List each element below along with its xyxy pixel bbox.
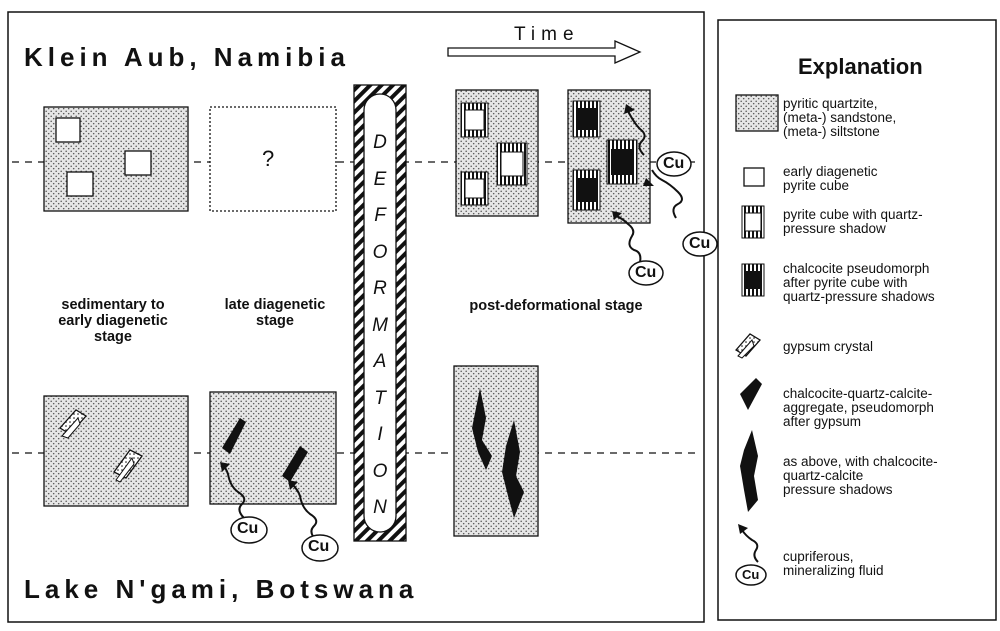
gypsum-crystal	[113, 449, 143, 483]
stage-label-late: late diagenetic stage	[224, 297, 326, 329]
deformation-letter: T	[374, 387, 386, 409]
stage-label-post: post-deformational stage	[469, 298, 643, 314]
cu-circle	[656, 151, 692, 177]
legend-aggregate-symbol	[740, 378, 762, 410]
pyrite-cube	[55, 117, 81, 143]
cu-label: Cu	[308, 538, 330, 555]
time-arrow	[447, 40, 642, 64]
top-box-late-diagenetic	[209, 106, 337, 212]
legend-title: Explanation	[798, 54, 923, 79]
deformation-letter: R	[373, 278, 387, 299]
unknown-mark: ?	[262, 146, 275, 171]
pyrite-cube	[124, 150, 152, 176]
deformation-letter: O	[372, 460, 388, 482]
time-label: Time	[514, 24, 580, 45]
legend-shadow-symbol	[740, 430, 758, 512]
cu-circle	[628, 260, 664, 286]
cu-label: Cu	[663, 155, 685, 172]
deformation-capsule	[363, 93, 397, 533]
chalcocite-shadow	[502, 420, 524, 518]
chalcocite-cube	[572, 100, 601, 138]
bottom-box-post	[453, 365, 539, 537]
deformation-letter: N	[373, 497, 387, 518]
legend-gypsum-symbol	[734, 333, 762, 359]
cu-label: Cu	[237, 520, 259, 537]
cu-circle	[301, 534, 339, 562]
legend-text: chalcocite pseudomorph after pyrite cube…	[783, 261, 935, 304]
pyrite-cube-shadow	[460, 102, 489, 138]
legend-text: chalcocite-quartz-calcite- aggregate, ps…	[783, 386, 934, 429]
gypsum-crystal	[58, 409, 88, 439]
bottom-box-sedimentary	[43, 395, 189, 507]
legend-cu-label: Cu	[742, 567, 760, 582]
deformation-letter: F	[374, 205, 386, 226]
main-frame	[7, 11, 705, 623]
deformation-letter: A	[373, 351, 387, 372]
legend-chalcocite-cube-symbol	[741, 263, 765, 297]
chalcocite-shadow	[472, 388, 492, 470]
deformation-letter: D	[373, 132, 387, 153]
deformation-letter: O	[372, 241, 388, 263]
cu-fluid-arrows-top	[615, 110, 683, 263]
cu-circle	[230, 516, 268, 544]
chalcocite-aggregate	[222, 418, 246, 454]
cu-arrowheads-bottom	[220, 462, 298, 490]
legend-text: pyritic quartzite, (meta-) sandstone, (m…	[783, 96, 897, 139]
site-label-top: Klein Aub, Namibia	[24, 42, 350, 72]
chalcocite-aggregate	[282, 446, 308, 482]
deformation-letter: M	[372, 314, 388, 336]
legend-cu-fluid-symbol	[735, 524, 767, 586]
legend-pyrite-shadow-symbol	[741, 205, 765, 239]
pyrite-cube-shadow	[496, 142, 528, 186]
legend-pyrite-cube-symbol	[743, 167, 765, 187]
pyrite-cube	[66, 171, 94, 197]
chalcocite-cube	[572, 169, 601, 211]
cu-circle	[682, 231, 718, 257]
cu-fluid-arrows-bottom	[221, 463, 318, 541]
legend-stipple-symbol	[735, 94, 779, 132]
deformation-letter: E	[373, 168, 387, 190]
chalcocite-cube	[606, 139, 638, 185]
legend-text: early diagenetic pyrite cube	[783, 164, 878, 193]
stage-label-sedimentary: sedimentary to early diagenetic stage	[58, 297, 168, 345]
legend-text: pyrite cube with quartz- pressure shadow	[783, 207, 923, 236]
deformation-letter: I	[377, 424, 383, 445]
cu-arrowheads-top	[612, 104, 654, 220]
legend-frame	[717, 19, 997, 621]
legend-text: gypsum crystal	[783, 339, 874, 354]
cu-label: Cu	[689, 235, 711, 252]
cu-label: Cu	[635, 264, 657, 281]
site-label-bottom: Lake N'gami, Botswana	[24, 574, 419, 604]
pyrite-cube-shadow	[460, 171, 489, 206]
legend-text: as above, with chalcocite- quartz-calcit…	[783, 454, 938, 497]
legend-text: cupriferous, mineralizing fluid	[783, 549, 884, 578]
